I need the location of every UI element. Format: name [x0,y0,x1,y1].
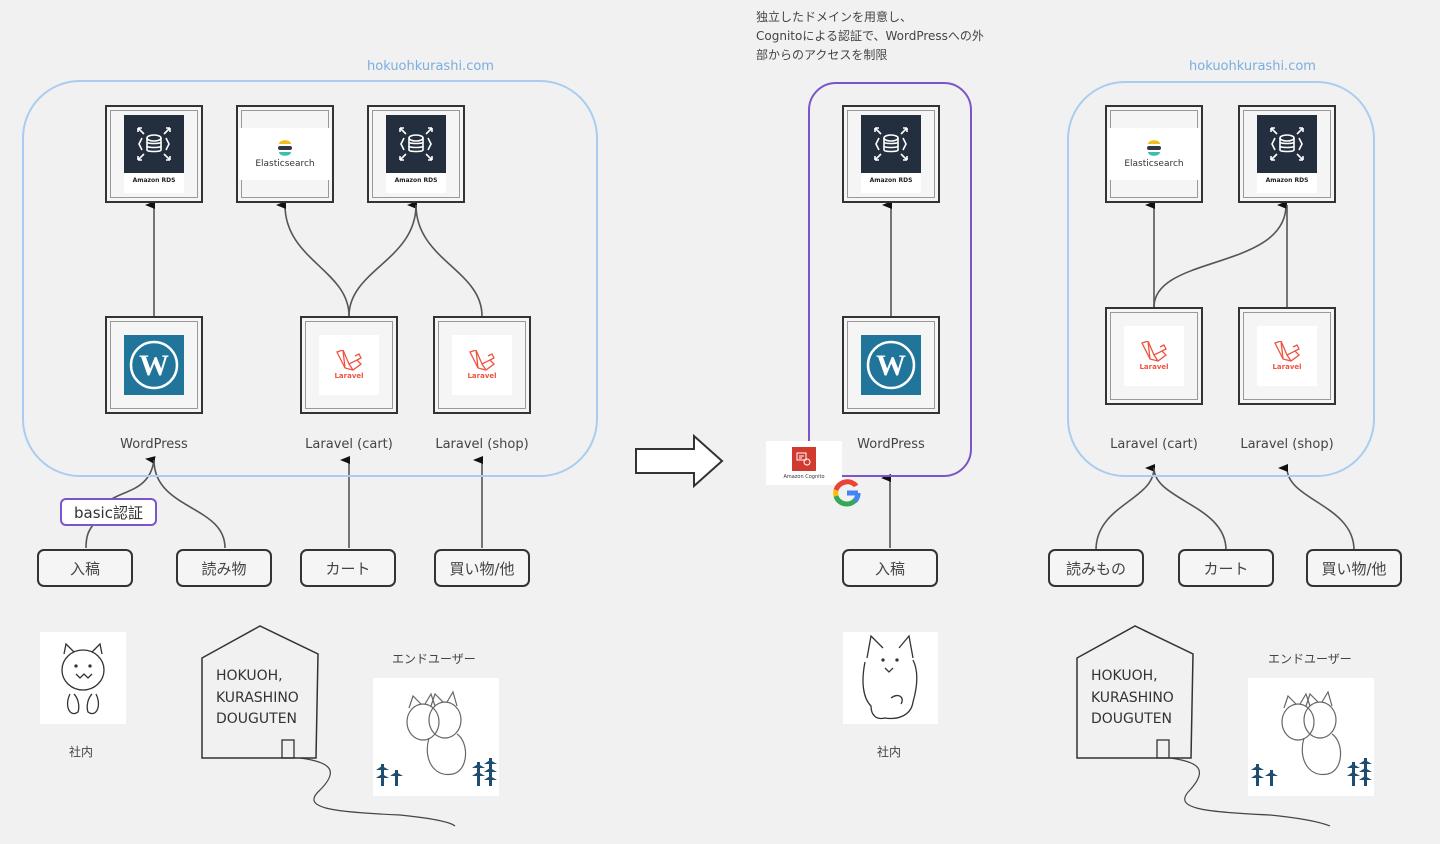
client-yomimono[interactable]: 読みもの [1048,549,1144,587]
laravel-logo: Laravel [319,335,379,395]
database-icon [399,127,433,161]
store-sign-line-3: DOUGUTEN [1091,711,1172,727]
node-laravel-cart[interactable]: Laravel [300,316,398,414]
database-icon [137,127,171,161]
client-nyuko[interactable]: 入稿 [37,549,133,587]
elasticsearch-icon [1147,140,1161,156]
elasticsearch-logo: Elasticsearch [239,128,331,180]
node-wordpress[interactable]: W [105,316,203,414]
note-line: 独立したドメインを用意し、 [756,10,913,24]
wordpress-icon: W [129,340,179,390]
end-user-label: エンドユーザー [1268,652,1352,666]
svg-text:W: W [876,349,906,382]
client-shopping[interactable]: 買い物/他 [1306,549,1402,587]
store-sign-line-2: KURASHINO [216,690,299,706]
internal-staff-cat-illustration [843,632,938,724]
edge-after-yomimono-cart [1095,464,1156,551]
node-rds[interactable]: Amazon RDS [1238,105,1336,203]
laravel-logo: Laravel [1257,326,1317,386]
laravel-icon [336,350,362,371]
edge-after-shopping-shop [1278,463,1355,551]
wordpress-icon: W [866,340,916,390]
client-yomimono[interactable]: 読み物 [176,549,272,587]
end-user-cats-illustration [1248,678,1374,796]
node-laravel-cart[interactable]: Laravel [1105,307,1203,405]
node-rds[interactable]: Amazon RDS [842,105,940,203]
amazon-cognito-logo: Amazon Cognito [766,441,842,485]
node-label-laravel-shop: Laravel (shop) [1240,437,1334,452]
amazon-rds-logo: Amazon RDS [861,115,921,193]
client-cart[interactable]: カート [1178,549,1274,587]
node-label-wordpress: WordPress [120,437,188,452]
google-icon [833,479,861,507]
store-house-illustration: HOKUOH, KURASHINO DOUGUTEN [1076,625,1194,759]
note-line: 部からのアクセスを制限 [756,48,888,62]
edge-after-cartbtn-cart [1153,467,1227,551]
node-label-laravel-cart: Laravel (cart) [305,437,393,452]
node-rds[interactable]: Amazon RDS [367,105,465,203]
amazon-rds-logo: Amazon RDS [386,115,446,193]
database-icon [1270,127,1304,161]
right-arrow-icon [635,434,724,488]
note-line: Cognitoによる認証で、WordPressへの外 [756,29,984,43]
basic-auth-badge: basic認証 [60,498,157,526]
node-label-laravel-cart: Laravel (cart) [1110,437,1198,452]
internal-label: 社内 [69,745,94,759]
wordpress-logo: W [124,335,184,395]
client-nyuko[interactable]: 入稿 [842,549,938,587]
node-label-laravel-shop: Laravel (shop) [435,437,529,452]
laravel-icon [1141,341,1167,362]
cognito-note: 独立したドメインを用意し、 Cognitoによる認証で、WordPressへの外… [756,8,1026,65]
wordpress-domain-group [808,82,972,477]
store-sign-line-3: DOUGUTEN [216,711,297,727]
domain-group-after [1067,81,1375,477]
store-sign-line-1: HOKUOH, [1091,668,1158,684]
cognito-icon [792,447,816,471]
node-wordpress[interactable]: W [842,316,940,414]
laravel-icon [469,350,495,371]
end-user-label: エンドユーザー [392,652,476,666]
domain-label: hokuohkurashi.com [367,59,494,74]
client-cart[interactable]: カート [300,549,396,587]
amazon-rds-logo: Amazon RDS [124,115,184,193]
node-laravel-shop[interactable]: Laravel [1238,307,1336,405]
node-elasticsearch[interactable]: Elasticsearch [236,105,334,203]
client-shopping[interactable]: 買い物/他 [434,549,530,587]
node-rds[interactable]: Amazon RDS [105,105,203,203]
domain-label: hokuohkurashi.com [1189,59,1316,74]
internal-staff-cat-illustration [40,632,126,724]
elasticsearch-icon [278,140,292,156]
laravel-logo: Laravel [1124,326,1184,386]
internal-label: 社内 [877,745,902,759]
svg-text:W: W [139,349,169,382]
store-sign-line-2: KURASHINO [1091,690,1174,706]
elasticsearch-logo: Elasticsearch [1108,128,1200,180]
laravel-logo: Laravel [452,335,512,395]
node-laravel-shop[interactable]: Laravel [433,316,531,414]
database-icon [874,127,908,161]
store-sign-line-1: HOKUOH, [216,668,283,684]
amazon-rds-logo: Amazon RDS [1257,115,1317,193]
node-label-wordpress: WordPress [857,437,925,452]
node-elasticsearch[interactable]: Elasticsearch [1105,105,1203,203]
domain-group-before [22,80,598,477]
laravel-icon [1274,341,1300,362]
store-house-illustration: HOKUOH, KURASHINO DOUGUTEN [201,625,319,759]
wordpress-logo: W [861,335,921,395]
end-user-cats-illustration [373,678,499,796]
